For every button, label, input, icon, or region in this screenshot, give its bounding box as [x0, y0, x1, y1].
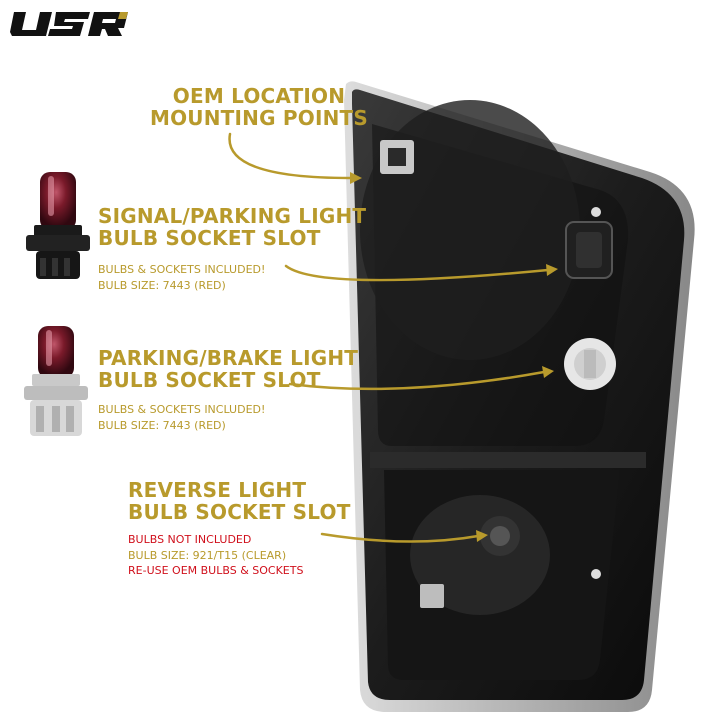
note-line: BULB SIZE: 7443 (RED) — [98, 278, 226, 292]
note-line: BULB SIZE: 921/T15 (CLEAR) — [128, 548, 287, 562]
callout-oem-mounting-title: OEM LOCATION MOUNTING POINTS — [150, 84, 368, 130]
callout-reverse-notes: BULBS NOT INCLUDED BULB SIZE: 921/T15 (C… — [128, 532, 303, 579]
note-line: BULB SIZE: 7443 (RED) — [98, 418, 226, 432]
note-line-warning: BULBS NOT INCLUDED — [128, 533, 252, 546]
bulb-black-socket — [26, 172, 90, 279]
title-line: BULB SOCKET SLOT — [98, 367, 321, 392]
title-line: MOUNTING POINTS — [150, 105, 368, 130]
title-line: REVERSE LIGHT — [128, 478, 307, 502]
note-line-warning: RE-USE OEM BULBS & SOCKETS — [128, 564, 304, 578]
note-line: BULBS & SOCKETS INCLUDED! — [98, 263, 266, 276]
title-line: BULB SOCKET SLOT — [98, 225, 321, 250]
note-line: BULBS & SOCKETS INCLUDED! — [98, 403, 266, 416]
tail-light-housing — [344, 81, 695, 713]
callout-parking-brake-title: PARKING/BRAKE LIGHT BULB SOCKET SLOT — [98, 346, 359, 392]
title-line: PARKING/BRAKE LIGHT — [98, 346, 359, 370]
callout-reverse-title: REVERSE LIGHT BULB SOCKET SLOT — [128, 478, 351, 524]
title-line: OEM LOCATION — [172, 84, 346, 108]
bulb-white-socket — [24, 326, 88, 436]
title-line: BULB SOCKET SLOT — [128, 499, 351, 524]
usr-logo — [10, 12, 128, 36]
callout-signal-parking-title: SIGNAL/PARKING LIGHT BULB SOCKET SLOT — [98, 204, 367, 250]
title-line: SIGNAL/PARKING LIGHT — [98, 204, 367, 228]
callout-signal-parking-notes: BULBS & SOCKETS INCLUDED! BULB SIZE: 744… — [98, 262, 265, 293]
callout-parking-brake-notes: BULBS & SOCKETS INCLUDED! BULB SIZE: 744… — [98, 402, 265, 433]
callout-arrows — [228, 132, 558, 543]
